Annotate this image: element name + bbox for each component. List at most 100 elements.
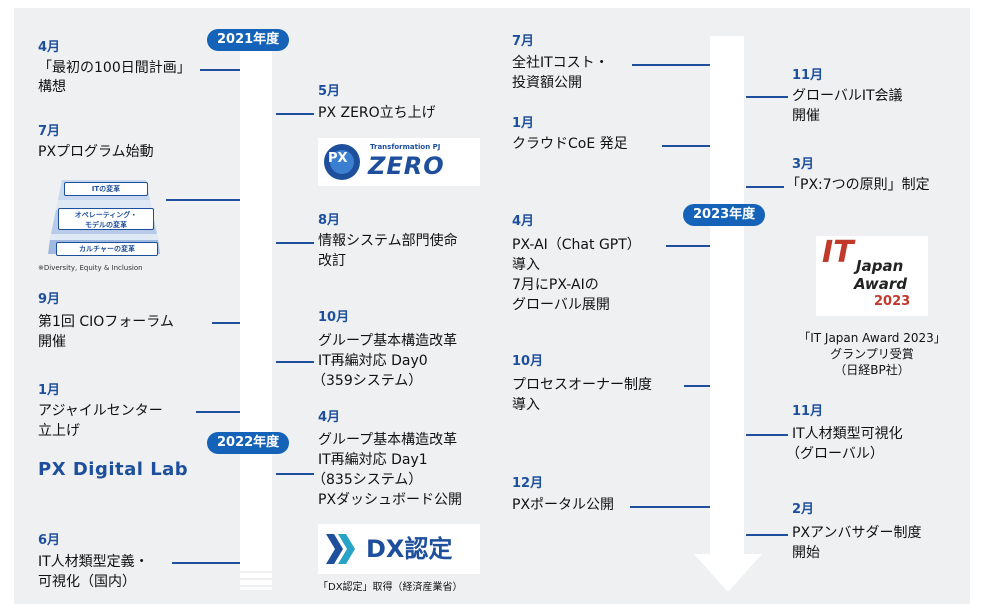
event-month: 7月 xyxy=(512,34,535,49)
event-text: PXアンバサダー制度 xyxy=(792,525,922,541)
event-text: 7月にPX-AIの xyxy=(512,277,599,293)
connector-line xyxy=(746,186,784,188)
connector-line xyxy=(276,242,314,244)
connector-line xyxy=(172,562,240,564)
pyramid-note: ※Diversity, Equity & Inclusion xyxy=(38,264,143,272)
event-month: 11月 xyxy=(792,68,824,83)
event-text: 可視化（国内） xyxy=(38,574,136,590)
event-month: 10月 xyxy=(318,310,350,325)
connector-line xyxy=(630,506,710,508)
event-text: （359システム） xyxy=(312,373,423,389)
timeline-arrow-right xyxy=(694,36,762,592)
event-text: PX ZERO立ち上げ xyxy=(318,105,436,121)
event-text: グローバルIT会議 xyxy=(792,88,903,104)
event-text: IT再編対応 Day0 xyxy=(318,353,428,369)
award-logo-award: Award xyxy=(854,275,908,293)
event-text: クラウドCoE 発足 xyxy=(512,136,628,152)
pyramid-tier-it: ITの変革 xyxy=(64,182,148,196)
event-text: 「PX:7つの原則」制定 xyxy=(786,177,930,193)
event-text: 構想 xyxy=(38,79,66,95)
event-month: 4月 xyxy=(38,40,61,55)
award-caption-line: グランプリ受賞 xyxy=(830,347,914,361)
event-text: 改訂 xyxy=(318,253,346,269)
event-month: 4月 xyxy=(318,410,341,425)
event-month: 5月 xyxy=(318,84,341,99)
pyramid-tier-culture: カルチャーの変革 xyxy=(56,242,158,256)
award-caption-line: （日経BP社） xyxy=(834,363,910,377)
event-month: 1月 xyxy=(512,116,535,131)
dx-certification-text: DX認定 xyxy=(366,535,453,563)
connector-line xyxy=(276,361,314,363)
event-text: IT人材類型可視化 xyxy=(792,426,903,442)
award-logo-it: IT xyxy=(822,235,854,270)
event-month: 8月 xyxy=(318,213,341,228)
event-text: PXプログラム始動 xyxy=(38,144,154,160)
connector-line xyxy=(200,69,240,71)
event-text: プロセスオーナー制度 xyxy=(512,377,652,393)
event-text: IT人材類型定義・ xyxy=(38,554,149,570)
event-text: PX-AI（Chat GPT） xyxy=(512,237,641,253)
award-logo-year: 2023 xyxy=(874,294,911,309)
connector-line xyxy=(746,434,788,436)
award-logo-japan: Japan xyxy=(856,257,904,275)
connector-line xyxy=(276,113,314,115)
event-text: グループ基本構造改革 xyxy=(318,333,458,349)
event-text: （グローバル） xyxy=(786,446,884,462)
event-text: PXダッシュボード公開 xyxy=(318,492,463,508)
event-month: 10月 xyxy=(512,354,544,369)
connector-line xyxy=(684,385,710,387)
event-text: グローバル展開 xyxy=(512,297,610,313)
connector-line xyxy=(212,322,240,324)
event-text: 第1回 CIOフォーラム xyxy=(38,314,174,330)
event-month: 4月 xyxy=(512,214,535,229)
event-text: （835システム） xyxy=(312,472,423,488)
event-month: 9月 xyxy=(38,292,61,307)
px-zero-wordmark: ZERO xyxy=(368,152,445,180)
event-text: 立上げ xyxy=(38,423,80,439)
background-panel xyxy=(14,8,970,604)
year-badge-2021: 2021年度 xyxy=(207,29,290,51)
connector-line xyxy=(662,145,710,147)
event-text: 開催 xyxy=(792,108,820,124)
px-zero-mark: PX xyxy=(328,151,348,166)
event-text: IT再編対応 Day1 xyxy=(318,452,428,468)
event-text: PXポータル公開 xyxy=(512,497,615,513)
event-text: 開催 xyxy=(38,334,66,350)
pyramid-tier-operating-model: オペレーティング・ モデルの変革 xyxy=(58,208,154,230)
event-month: 11月 xyxy=(792,404,824,419)
event-text: 開始 xyxy=(792,545,820,561)
year-badge-2022: 2022年度 xyxy=(207,432,290,454)
timeline-arrow-left xyxy=(240,36,272,590)
event-month: 3月 xyxy=(792,157,815,172)
px-zero-logo: PX Transformation PJ ZERO xyxy=(318,138,480,186)
year-badge-2023: 2023年度 xyxy=(683,204,766,226)
event-text: 全社ITコスト・ xyxy=(512,55,609,71)
event-month: 7月 xyxy=(38,124,61,139)
connector-line xyxy=(276,473,314,475)
connector-line xyxy=(196,411,240,413)
event-text: 投資額公開 xyxy=(512,75,582,91)
event-text: 導入 xyxy=(512,257,540,273)
event-text: 導入 xyxy=(512,397,540,413)
event-text: アジャイルセンター xyxy=(38,403,163,419)
connector-line xyxy=(666,245,710,247)
px-digital-lab-text: PX Digital Lab xyxy=(38,459,189,480)
event-month: 1月 xyxy=(38,383,61,398)
event-text: グループ基本構造改革 xyxy=(318,432,458,448)
dx-caption: 「DX認定」取得（経済産業省） xyxy=(318,582,463,593)
event-text: 情報システム部門使命 xyxy=(318,233,458,249)
event-month: 2月 xyxy=(792,502,815,517)
connector-line xyxy=(746,96,788,98)
dx-mark-icon xyxy=(326,534,355,564)
connector-line xyxy=(166,199,240,201)
event-month: 6月 xyxy=(38,533,61,548)
px-digital-lab-logo: PX Digital Lab xyxy=(38,456,198,484)
connector-line xyxy=(746,534,788,536)
event-month: 12月 xyxy=(512,476,544,491)
px-zero-mark-icon xyxy=(324,144,360,180)
award-caption: 「IT Japan Award 2023」 グランプリ受賞 （日経BP社） xyxy=(788,330,956,378)
dx-certification-logo: DX認定 xyxy=(318,524,480,574)
connector-line xyxy=(632,64,710,66)
it-japan-award-logo: IT Japan Award 2023 xyxy=(816,236,928,316)
